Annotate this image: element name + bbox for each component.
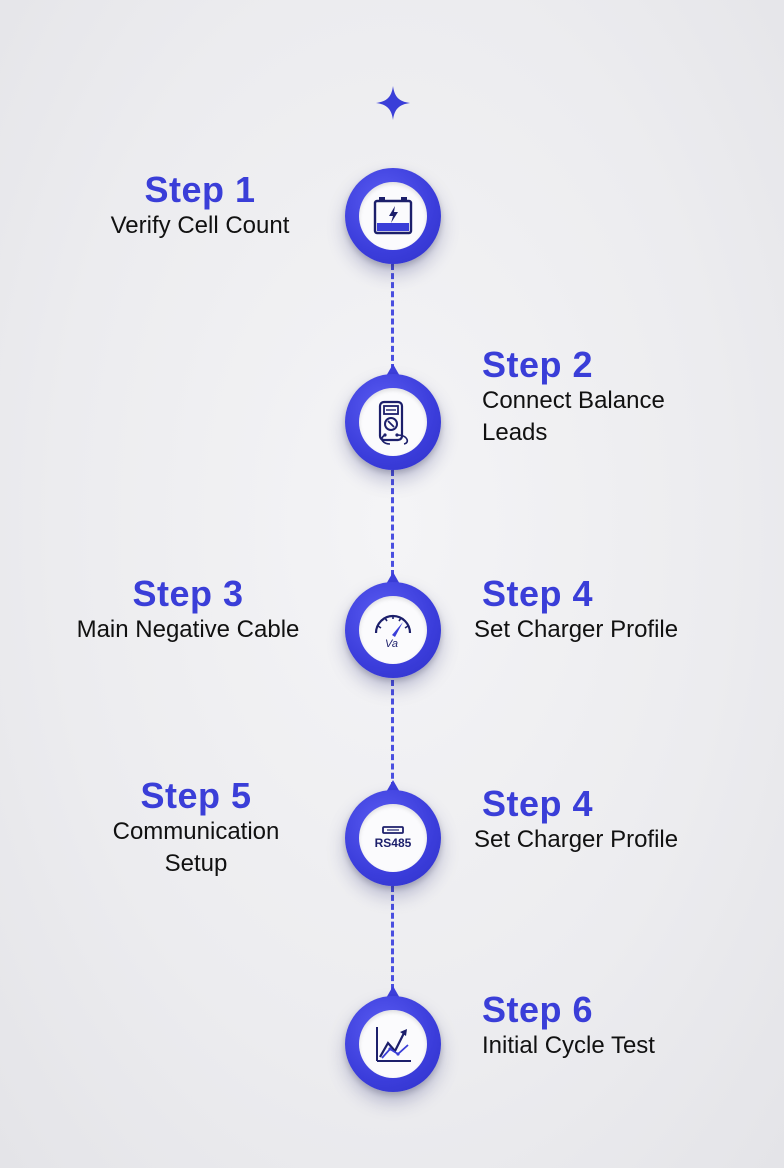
step-title: Step 5 [140, 775, 252, 816]
rs485-connector-icon: RS485 [375, 826, 412, 850]
step-5-node: RS485 [345, 780, 441, 886]
step-description-line2: Setup [164, 850, 228, 877]
step-description: Initial Cycle Test [482, 1032, 655, 1059]
step-4-duplicate-label: Step 4 Set Charger Profile [474, 784, 764, 856]
step-6-node [345, 986, 441, 1092]
line-chart-icon [376, 1027, 411, 1062]
step-3-label: Step 3 Main Negative Cable [40, 574, 336, 646]
step-description: Communication [112, 818, 280, 845]
step-title: Step 2 [482, 344, 594, 385]
step-2-node [345, 364, 441, 470]
step-6-label: Step 6 Initial Cycle Test [482, 990, 742, 1062]
step-3-node: Va [345, 572, 441, 678]
step-title: Step 6 [482, 989, 594, 1030]
battery-icon [373, 197, 413, 235]
timeline-connector [391, 886, 394, 990]
svg-text:RS485: RS485 [375, 836, 412, 850]
step-description-line2: Leads [482, 419, 548, 446]
step-title: Step 4 [482, 573, 594, 614]
step-5-label: Step 5 Communication Setup [76, 776, 316, 880]
step-1-node [345, 168, 441, 264]
timeline-connector [391, 470, 394, 576]
sparkle-icon [376, 86, 410, 120]
step-title: Step 1 [144, 169, 256, 210]
svg-text:Va: Va [385, 638, 398, 650]
step-title: Step 4 [482, 783, 594, 824]
step-description: Set Charger Profile [474, 826, 679, 853]
step-4-label: Step 4 Set Charger Profile [474, 574, 764, 646]
step-description: Connect Balance [482, 387, 665, 414]
step-description: Verify Cell Count [110, 212, 290, 239]
step-title: Step 3 [132, 573, 244, 614]
timeline-connector [391, 680, 394, 788]
step-description: Main Negative Cable [76, 616, 300, 643]
step-1-label: Step 1 Verify Cell Count [80, 170, 320, 242]
step-2-label: Step 2 Connect Balance Leads [482, 345, 742, 449]
step-description: Set Charger Profile [474, 616, 679, 643]
multimeter-icon [378, 400, 409, 445]
timeline-connector [391, 264, 394, 370]
gauge-icon: Va [374, 614, 412, 650]
